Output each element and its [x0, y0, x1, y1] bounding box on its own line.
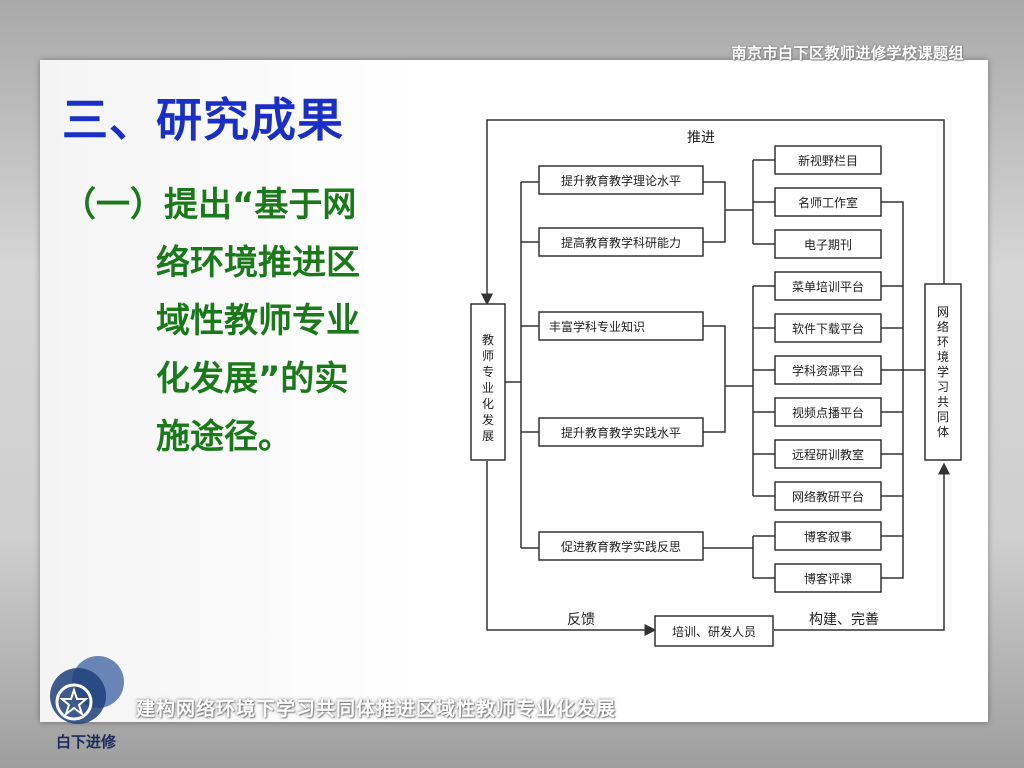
platform-node-8-label: 远程研训教室	[792, 447, 864, 462]
middle-node-4	[538, 417, 704, 447]
node-training-staff	[654, 615, 774, 647]
platform-node-5	[774, 313, 882, 343]
platform-node-1	[774, 145, 882, 175]
node-teacher-development-label: 教师专业化发展	[482, 332, 494, 443]
section-line-2: 络环境推进区	[156, 243, 360, 283]
middle-node-5	[538, 531, 704, 561]
middle-node-4-label: 提升教育教学实践水平	[561, 425, 681, 440]
middle-to-platform-connectors	[703, 159, 775, 579]
advance-label: 推进	[687, 130, 715, 146]
platform-node-4-label: 菜单培训平台	[792, 279, 864, 294]
node-training-staff-label: 培训、研发人员	[672, 624, 756, 639]
section-line-3: 域性教师专业	[156, 301, 360, 341]
middle-nodes: 提升教育教学理论水平 提高教育教学科研能力 丰富学科专业知识 提升教育教学实践水…	[521, 165, 704, 561]
middle-node-1	[538, 165, 704, 195]
platform-nodes: 新视野栏目 名师工作室 电子期刊 菜单培训平台 软件下载平台 学科资源平台 视频…	[774, 145, 882, 593]
footer-slogan: 建构网络环境下学习共同体推进区域性教师专业化发展	[136, 698, 617, 720]
platform-node-7	[774, 397, 882, 427]
platform-node-11	[774, 563, 882, 593]
platform-node-9-label: 网络教研平台	[792, 489, 864, 504]
platform-node-10-label: 博客叙事	[804, 529, 852, 544]
flow-diagram: 推进 反馈 构建、完善 教师专业化发展 网络环境学习共同体 培训、研发人员 提升…	[469, 104, 965, 650]
node-teacher-development	[470, 303, 506, 461]
section-heading: （一）提出“基于网 络环境推进区 域性教师专业 化发展”的实 施途径。	[62, 176, 422, 466]
node-learning-community	[924, 283, 962, 461]
platform-to-community-connectors	[881, 201, 925, 579]
platform-node-6-label: 学科资源平台	[792, 363, 864, 378]
feedback-label: 反馈	[567, 612, 595, 628]
platform-node-3	[774, 229, 882, 259]
platform-node-3-label: 电子期刊	[804, 238, 852, 252]
middle-node-3	[538, 311, 704, 341]
flow-diagram-svg: 推进 反馈 构建、完善 教师专业化发展 网络环境学习共同体 培训、研发人员 提升…	[470, 119, 962, 647]
platform-node-8	[774, 439, 882, 469]
feedback-connector	[486, 461, 657, 636]
section-line-5: 施途径。	[156, 417, 292, 457]
build-connector	[774, 462, 950, 631]
platform-node-1-label: 新视野栏目	[798, 153, 858, 168]
section-line-4: 化发展”的实	[156, 359, 349, 399]
node-learning-community-label: 网络环境学习共同体	[937, 305, 949, 439]
middle-node-1-label: 提升教育教学理论水平	[561, 173, 681, 188]
platform-node-5-label: 软件下载平台	[792, 321, 864, 336]
school-logo	[50, 656, 124, 724]
platform-node-2-label: 名师工作室	[798, 195, 858, 210]
middle-node-5-label: 促进教育教学实践反思	[561, 539, 681, 554]
logo-text: 白下进修	[56, 733, 117, 751]
build-label: 构建、完善	[809, 612, 879, 628]
header-org-name: 南京市白下区教师进修学校课题组	[731, 44, 964, 62]
middle-node-3-label: 丰富学科专业知识	[549, 319, 645, 334]
platform-node-7-label: 视频点播平台	[792, 405, 864, 420]
section-line-1: （一）提出“基于网	[62, 185, 357, 225]
page-title: 三、研究成果	[62, 93, 344, 147]
platform-node-10	[774, 521, 882, 551]
advance-connector	[481, 119, 945, 306]
middle-node-2-label: 提高教育教学科研能力	[561, 235, 681, 250]
platform-node-4	[774, 271, 882, 301]
platform-node-11-label: 博客评课	[804, 571, 852, 586]
